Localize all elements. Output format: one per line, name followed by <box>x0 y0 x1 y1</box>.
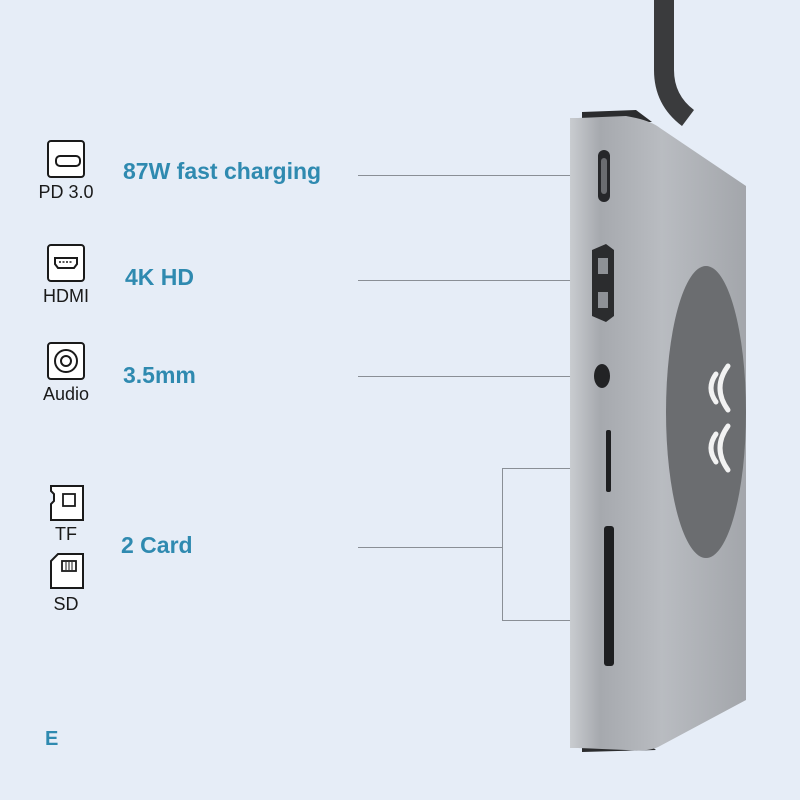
hdmi-icon <box>47 244 85 282</box>
audio-jack-port <box>594 364 610 388</box>
leader-line-card <box>358 547 502 548</box>
usb-c-caption: PD 3.0 <box>38 182 94 202</box>
card-label: 2 Card <box>121 532 193 558</box>
tf-caption: TF <box>55 524 77 544</box>
audio-caption: Audio <box>42 384 90 404</box>
hdmi-label: 4K HD <box>125 264 195 290</box>
audio-jack-icon <box>47 342 85 380</box>
audio-label: 3.5mm <box>123 362 196 388</box>
usb-hub-device <box>570 0 746 752</box>
wireless-charging-icon <box>708 363 731 473</box>
cable <box>654 0 695 126</box>
leader-line-hdmi <box>358 280 580 281</box>
fast-charging-label: 87W fast charging <box>123 158 322 184</box>
wireless-charging-pad <box>666 266 746 558</box>
tf-card-icon <box>49 484 85 522</box>
leader-line-usb-c <box>358 175 580 176</box>
sd-caption: SD <box>53 594 79 614</box>
sd-card-icon <box>49 552 85 590</box>
card-bracket-bottom <box>502 620 580 621</box>
hdmi-caption: HDMI <box>43 286 89 306</box>
tf-card-slot <box>606 430 611 492</box>
hdmi-port <box>592 244 614 322</box>
brand-logo: E <box>45 728 59 750</box>
usb-c-icon <box>47 140 85 178</box>
leader-line-audio <box>358 376 580 377</box>
sd-card-slot <box>604 526 614 666</box>
card-bracket-top <box>502 468 580 469</box>
card-bracket-vertical <box>502 468 503 620</box>
